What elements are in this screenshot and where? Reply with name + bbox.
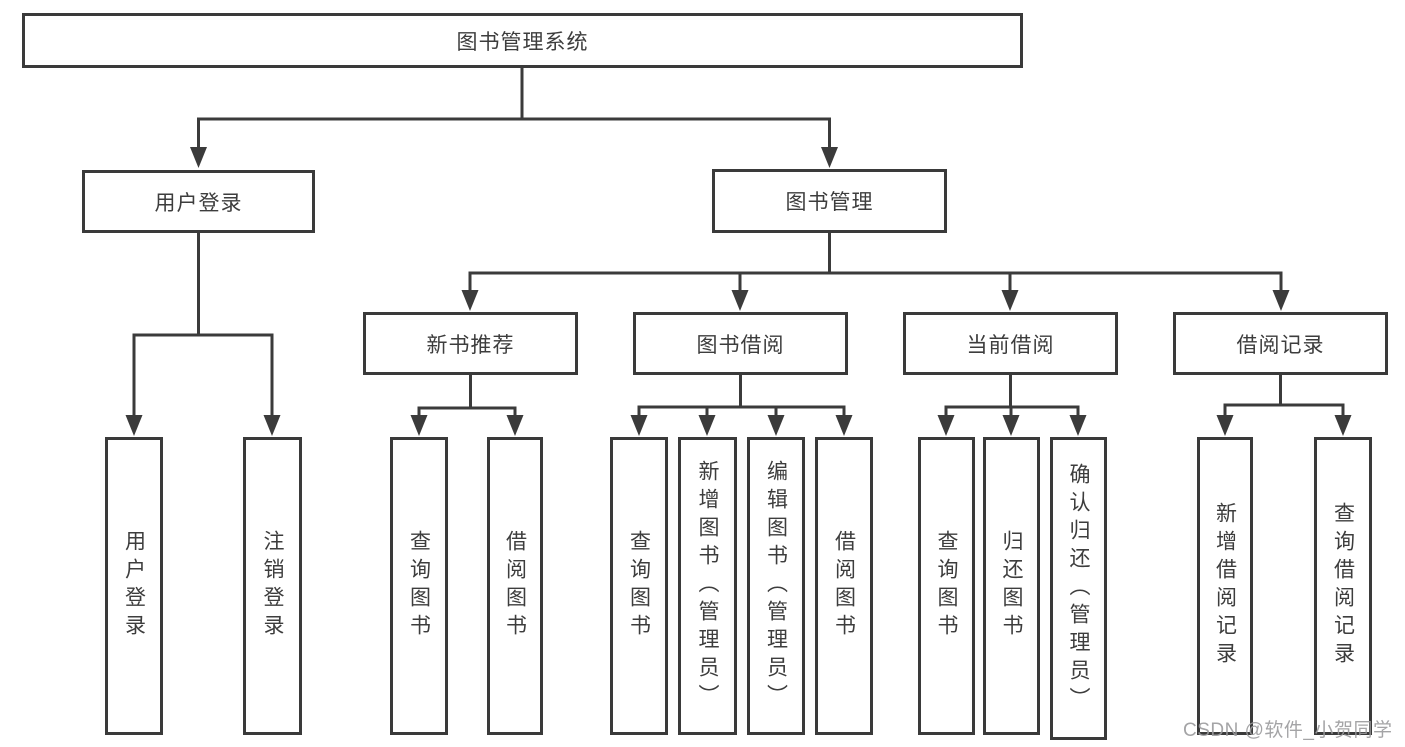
arrowhead	[821, 147, 838, 168]
arrowhead	[125, 415, 143, 436]
leaf-confirm-return-admin: 确认归还（管理员）	[1050, 437, 1107, 740]
node-borrowing-records: 借阅记录	[1173, 312, 1388, 375]
node-library-management-system: 图书管理系统	[22, 13, 1023, 68]
node-current-borrowing: 当前借阅	[903, 312, 1118, 375]
node-book-management: 图书管理	[712, 169, 947, 233]
leaf-recommend-borrow-books: 借阅图书	[487, 437, 543, 735]
arrowhead	[1272, 290, 1290, 311]
node-new-book-recommendation: 新书推荐	[363, 312, 578, 375]
arrowhead	[1069, 415, 1087, 436]
arrowhead	[1002, 415, 1020, 436]
leaf-recommend-search-books: 查询图书	[390, 437, 448, 735]
leaf-return-books: 归还图书	[983, 437, 1040, 735]
arrowhead	[1334, 415, 1352, 436]
arrowhead	[630, 415, 648, 436]
node-book-borrowing: 图书借阅	[633, 312, 848, 375]
arrowhead	[506, 415, 524, 436]
leaf-add-books-admin: 新增图书（管理员）	[678, 437, 737, 735]
arrowhead	[190, 147, 207, 168]
arrowhead	[410, 415, 428, 436]
arrowhead	[937, 415, 955, 436]
arrowhead	[731, 290, 749, 311]
node-user-login: 用户登录	[82, 170, 315, 233]
leaf-current-search-books: 查询图书	[918, 437, 975, 735]
arrowhead	[263, 415, 281, 436]
leaf-user-login: 用户登录	[105, 437, 163, 735]
leaf-logout: 注销登录	[243, 437, 302, 735]
arrowhead	[698, 415, 716, 436]
arrowhead	[1001, 290, 1019, 311]
leaf-search-borrow-record: 查询借阅记录	[1314, 437, 1372, 735]
arrowhead	[461, 290, 479, 311]
connector-lines	[132, 66, 1345, 419]
leaf-borrowing-search-books: 查询图书	[610, 437, 668, 735]
arrowheads	[125, 147, 1352, 436]
arrowhead	[835, 415, 853, 436]
leaf-edit-books-admin: 编辑图书（管理员）	[747, 437, 805, 735]
arrowhead	[767, 415, 785, 436]
csdn-watermark: CSDN @软件_小贺同学	[1183, 720, 1393, 741]
leaf-borrow-books: 借阅图书	[815, 437, 873, 735]
arrowhead	[1216, 415, 1234, 436]
leaf-add-borrow-record: 新增借阅记录	[1197, 437, 1253, 735]
